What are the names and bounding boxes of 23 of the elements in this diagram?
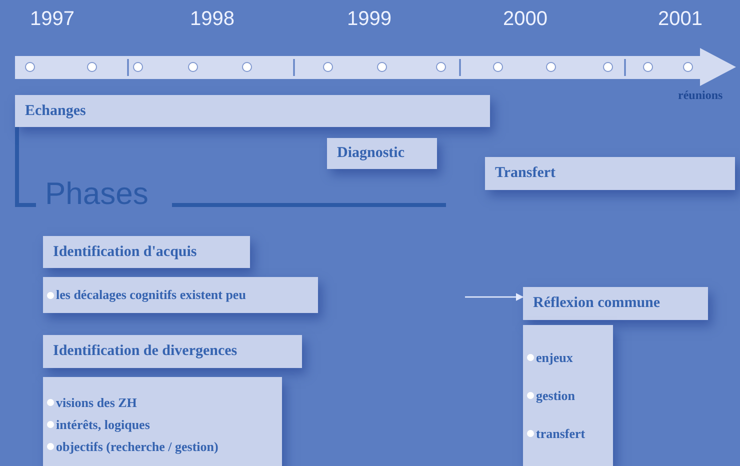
bullet-list-card <box>43 377 282 466</box>
bullet-text: transfert <box>536 426 586 442</box>
year-label: 1998 <box>190 8 234 31</box>
phase-box: Echanges <box>15 95 490 127</box>
bullet-text: les décalages cognitifs existent peu <box>56 287 246 303</box>
phase-box: Identification de divergences <box>43 335 302 368</box>
phase-box: Transfert <box>485 157 735 190</box>
bullet-text: visions des ZH <box>56 394 137 410</box>
arrow <box>465 293 524 301</box>
bullet-list-card <box>523 325 613 466</box>
bullet-list-card <box>43 277 318 313</box>
bullet-text: objectifs (recherche / gestion) <box>56 438 218 454</box>
phase-box: Réflexion commune <box>523 287 708 320</box>
year-label: 2001 <box>658 8 702 31</box>
bullet-text: gestion <box>536 388 575 404</box>
bullet-text: enjeux <box>536 350 573 366</box>
axis-label: réunions <box>678 88 723 103</box>
bullet-text: intérêts, logiques <box>56 416 150 432</box>
year-label: 2000 <box>503 8 548 31</box>
year-label: 1997 <box>30 8 74 31</box>
year-label: 1999 <box>347 8 392 31</box>
phase-box: Identification d'acquis <box>43 236 250 268</box>
phase-box: Diagnostic <box>327 138 437 169</box>
